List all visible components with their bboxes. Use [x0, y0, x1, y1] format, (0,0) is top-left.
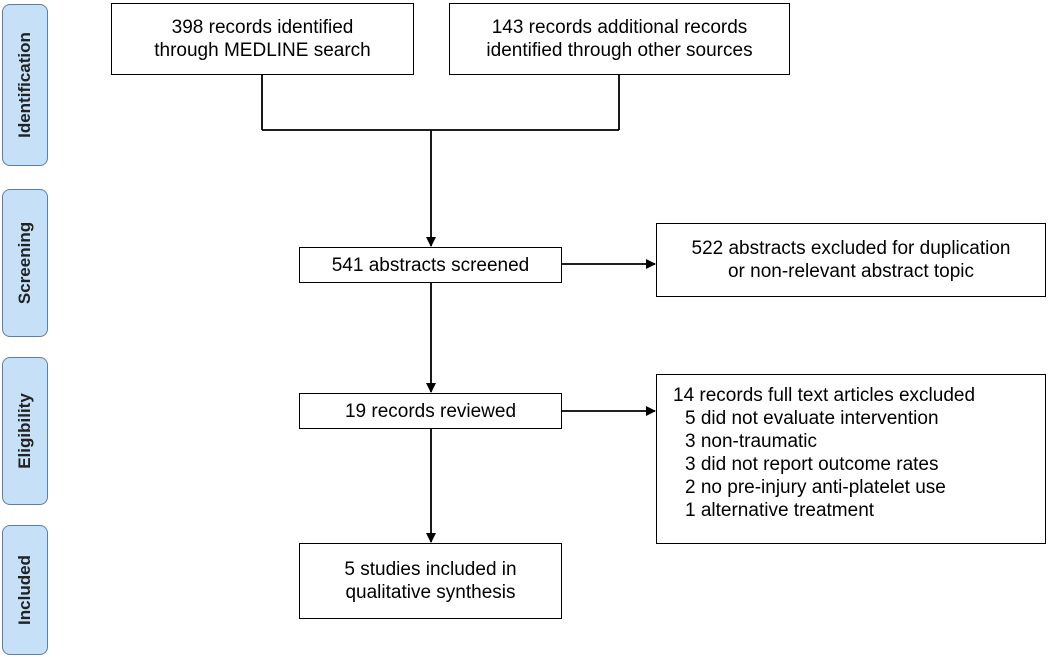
other-sources-box: 143 records additional records identifie…	[449, 3, 790, 75]
abstracts-screened-box: 541 abstracts screened	[299, 247, 562, 283]
records-reviewed-text: 19 records reviewed	[344, 400, 517, 422]
other-sources-line-1: 143 records additional records	[491, 17, 748, 38]
studies-included-line-1: 5 studies included in	[344, 559, 517, 580]
abstracts-screened-text: 541 abstracts screened	[331, 254, 530, 276]
fulltext-excluded-box: 14 records full text articles excluded 5…	[656, 374, 1046, 544]
studies-included-line-2: qualitative synthesis	[345, 582, 516, 603]
medline-records-box: 398 records identified through MEDLINE s…	[111, 3, 414, 75]
abstracts-excluded-line-1: 522 abstracts excluded for duplication	[691, 238, 1011, 259]
phase-eligibility-label: Eligibility	[15, 393, 34, 469]
exclusion-reason: 1 alternative treatment	[685, 500, 875, 521]
medline-records-line-1: 398 records identified	[171, 17, 354, 38]
medline-records-line-2: through MEDLINE search	[154, 40, 371, 61]
phase-eligibility: Eligibility	[2, 357, 48, 505]
exclusion-reason: 3 non-traumatic	[685, 431, 818, 452]
phase-identification-label: Identification	[15, 32, 34, 138]
fulltext-excluded-title: 14 records full text articles excluded	[673, 385, 976, 406]
exclusion-reason: 3 did not report outcome rates	[685, 454, 939, 475]
phase-identification: Identification	[2, 4, 48, 166]
studies-included-box: 5 studies included in qualitative synthe…	[299, 543, 562, 619]
records-reviewed-box: 19 records reviewed	[299, 393, 562, 429]
phase-screening-label: Screening	[15, 221, 34, 305]
abstracts-excluded-line-2: or non-relevant abstract topic	[727, 261, 975, 282]
phase-included-label: Included	[15, 555, 34, 625]
phase-included: Included	[2, 525, 48, 655]
other-sources-line-2: identified through other sources	[486, 40, 753, 61]
phase-screening: Screening	[2, 189, 48, 337]
abstracts-excluded-box: 522 abstracts excluded for duplication o…	[656, 223, 1046, 297]
exclusion-reason: 2 no pre-injury anti-platelet use	[685, 477, 946, 498]
exclusion-reason: 5 did not evaluate intervention	[685, 408, 939, 429]
